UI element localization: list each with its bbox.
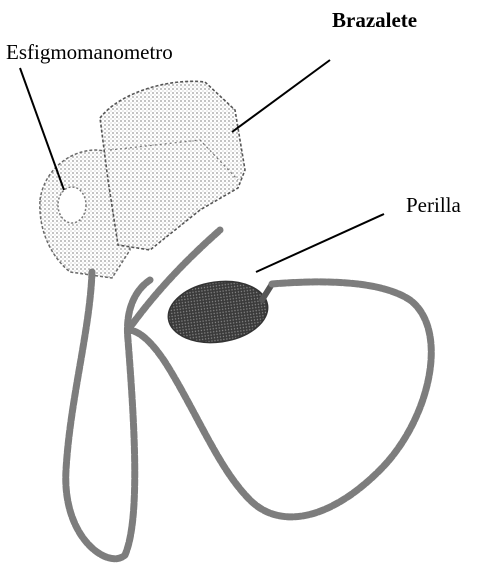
label-esfigmomanometro: Esfigmomanometro <box>6 42 173 63</box>
perilla-leader <box>256 214 384 272</box>
brazalete-leader <box>232 60 330 132</box>
tubes <box>66 230 432 559</box>
label-perilla: Perilla <box>406 195 461 216</box>
bulb-shape <box>164 275 272 348</box>
esfigmomanometro-leader <box>20 68 64 190</box>
cuff-shape <box>100 81 245 250</box>
label-brazalete: Brazalete <box>332 10 417 31</box>
